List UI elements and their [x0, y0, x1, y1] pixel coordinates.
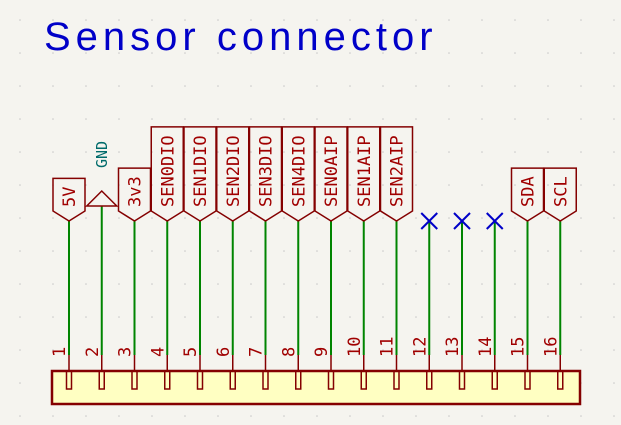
- net-label-sen1aip-shape: [347, 126, 381, 222]
- pin-1-number: 1: [50, 347, 70, 357]
- connector-outline: [50, 369, 582, 406]
- net-label-5v-shape: [52, 177, 86, 222]
- net-label-sen1dio-shape: [183, 126, 217, 222]
- power-label-gnd: GND: [93, 141, 111, 168]
- sheet-title: Sensor connector: [44, 15, 438, 59]
- pin-2-number: 2: [83, 347, 103, 357]
- net-label-sen0dio: SEN0DIO: [158, 135, 178, 207]
- net-label-sen1aip: SEN1AIP: [355, 135, 375, 207]
- pin-5-number: 5: [181, 347, 201, 357]
- net-label-sda: SDA: [519, 176, 539, 207]
- pin-10-number: 10: [345, 337, 365, 357]
- net-labels: 5V GND 3v3 SEN0DIO SEN1DIO SEN2DIO SEN3DIO SEN4…: [52, 126, 577, 230]
- pin-3-number: 3: [116, 347, 136, 357]
- pin-12-number: 12: [410, 337, 430, 357]
- net-label-sen2aip: SEN2AIP: [388, 135, 408, 207]
- pin-14-no-connect-icon: [486, 212, 504, 230]
- net-label-sen1dio: SEN1DIO: [191, 135, 211, 207]
- pin-8-number: 8: [279, 347, 299, 357]
- pin-14-number: 14: [476, 337, 496, 357]
- net-label-sen2dio: SEN2DIO: [224, 135, 244, 207]
- ground-symbol-icon: [84, 189, 119, 207]
- pin-15-number: 15: [509, 337, 529, 357]
- pin-6-number: 6: [214, 347, 234, 357]
- net-label-sen2dio-shape: [216, 126, 250, 222]
- net-label-scl-shape: [543, 167, 577, 222]
- net-label-sen3dio-shape: [248, 126, 283, 222]
- net-label-sen4dio: SEN4DIO: [289, 135, 309, 207]
- net-label-sen4dio-shape: [281, 126, 315, 222]
- wires: [68, 206, 562, 355]
- net-label-sen0dio-shape: [150, 126, 184, 222]
- pin-12-no-connect-icon: [420, 212, 438, 230]
- net-label-sen2aip-shape: [379, 126, 414, 222]
- pin-16-number: 16: [541, 337, 561, 357]
- pin-9-number: 9: [312, 347, 332, 357]
- net-label-sen3dio: SEN3DIO: [257, 135, 277, 207]
- net-label-3v3-shape: [117, 167, 152, 222]
- pin-11-number: 11: [378, 337, 398, 357]
- net-label-sda-shape: [510, 167, 545, 222]
- net-label-5v: 5V: [60, 187, 80, 207]
- net-label-sen0aip-shape: [314, 126, 348, 222]
- net-label-sen0aip: SEN0AIP: [322, 135, 342, 207]
- pin-4-number: 4: [148, 347, 168, 357]
- connector-body: [50, 355, 582, 406]
- pin-7-number: 7: [247, 347, 267, 357]
- net-label-3v3: 3v3: [126, 176, 146, 207]
- pin-13-number: 13: [443, 337, 463, 357]
- net-label-scl: SCL: [551, 176, 571, 207]
- pin-13-no-connect-icon: [453, 212, 471, 230]
